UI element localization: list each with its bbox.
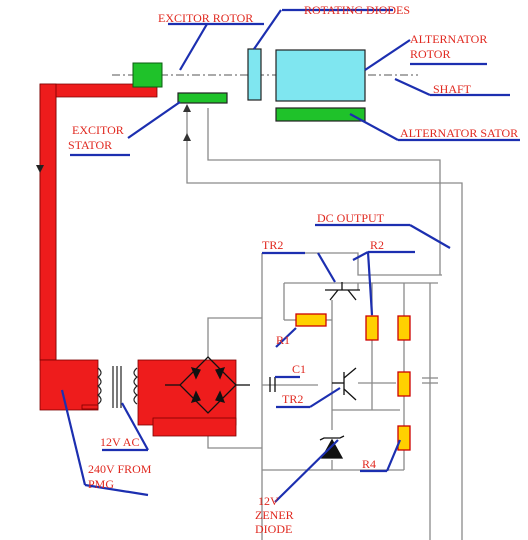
label-excitor-stator-1: EXCITOR bbox=[72, 123, 124, 137]
label-dc-output: DC OUTPUT bbox=[317, 211, 385, 225]
resistor-r2 bbox=[365, 315, 379, 341]
label-pmg-1: 240V FROM bbox=[88, 462, 152, 476]
label-excitor-stator-2: STATOR bbox=[68, 138, 112, 152]
label-r4: R4 bbox=[362, 457, 376, 471]
label-zener-3: DIODE bbox=[255, 522, 292, 536]
label-alternator-rotor-1: ALTERNATOR bbox=[410, 32, 487, 46]
label-zener-2: ZENER bbox=[255, 508, 294, 522]
flow-arrow-icon bbox=[183, 133, 191, 141]
label-rotating-diodes: ROTATING DIODES bbox=[304, 3, 410, 17]
resistor-r4 bbox=[397, 425, 411, 451]
transformer-symbol bbox=[96, 366, 139, 408]
label-zener-1: 12V bbox=[258, 494, 279, 508]
excitor-rotor-block bbox=[132, 62, 163, 88]
flow-arrow-icon bbox=[36, 165, 44, 173]
capacitor-c1 bbox=[269, 377, 276, 392]
label-12v-ac: 12V AC bbox=[100, 435, 139, 449]
label-shaft: SHAFT bbox=[433, 82, 472, 96]
transistor-tr2-bottom bbox=[332, 367, 357, 401]
alternator-rotor-block bbox=[275, 49, 366, 102]
excitor-stator-block bbox=[177, 92, 228, 104]
flow-arrow-icon bbox=[183, 104, 191, 112]
label-alternator-stator: ALTERNATOR SATOR bbox=[400, 126, 518, 140]
transistor-tr2-top bbox=[325, 282, 360, 301]
alternator-stator-block bbox=[275, 107, 366, 122]
bridge-rectifier bbox=[165, 356, 250, 414]
resistor-r3 bbox=[397, 315, 411, 341]
resistor-r1 bbox=[295, 313, 327, 327]
resistor-r5 bbox=[397, 371, 411, 397]
label-tr2-bottom: TR2 bbox=[282, 392, 303, 406]
label-pmg-2: PMG bbox=[88, 477, 114, 491]
capacitor-symbol bbox=[422, 377, 438, 384]
label-c1: C1 bbox=[292, 362, 306, 376]
leader-lines bbox=[60, 8, 520, 503]
label-excitor-rotor: EXCITOR ROTOR bbox=[158, 11, 253, 25]
label-alternator-rotor-2: ROTOR bbox=[410, 47, 450, 61]
rotating-diodes-block bbox=[247, 48, 262, 101]
control-wiring bbox=[186, 108, 463, 540]
pmg-conductor bbox=[39, 83, 237, 437]
zener-diode-symbol bbox=[319, 435, 345, 459]
label-tr2-top: TR2 bbox=[262, 238, 283, 252]
label-r2: R2 bbox=[370, 238, 384, 252]
label-r1: R1 bbox=[276, 333, 290, 347]
